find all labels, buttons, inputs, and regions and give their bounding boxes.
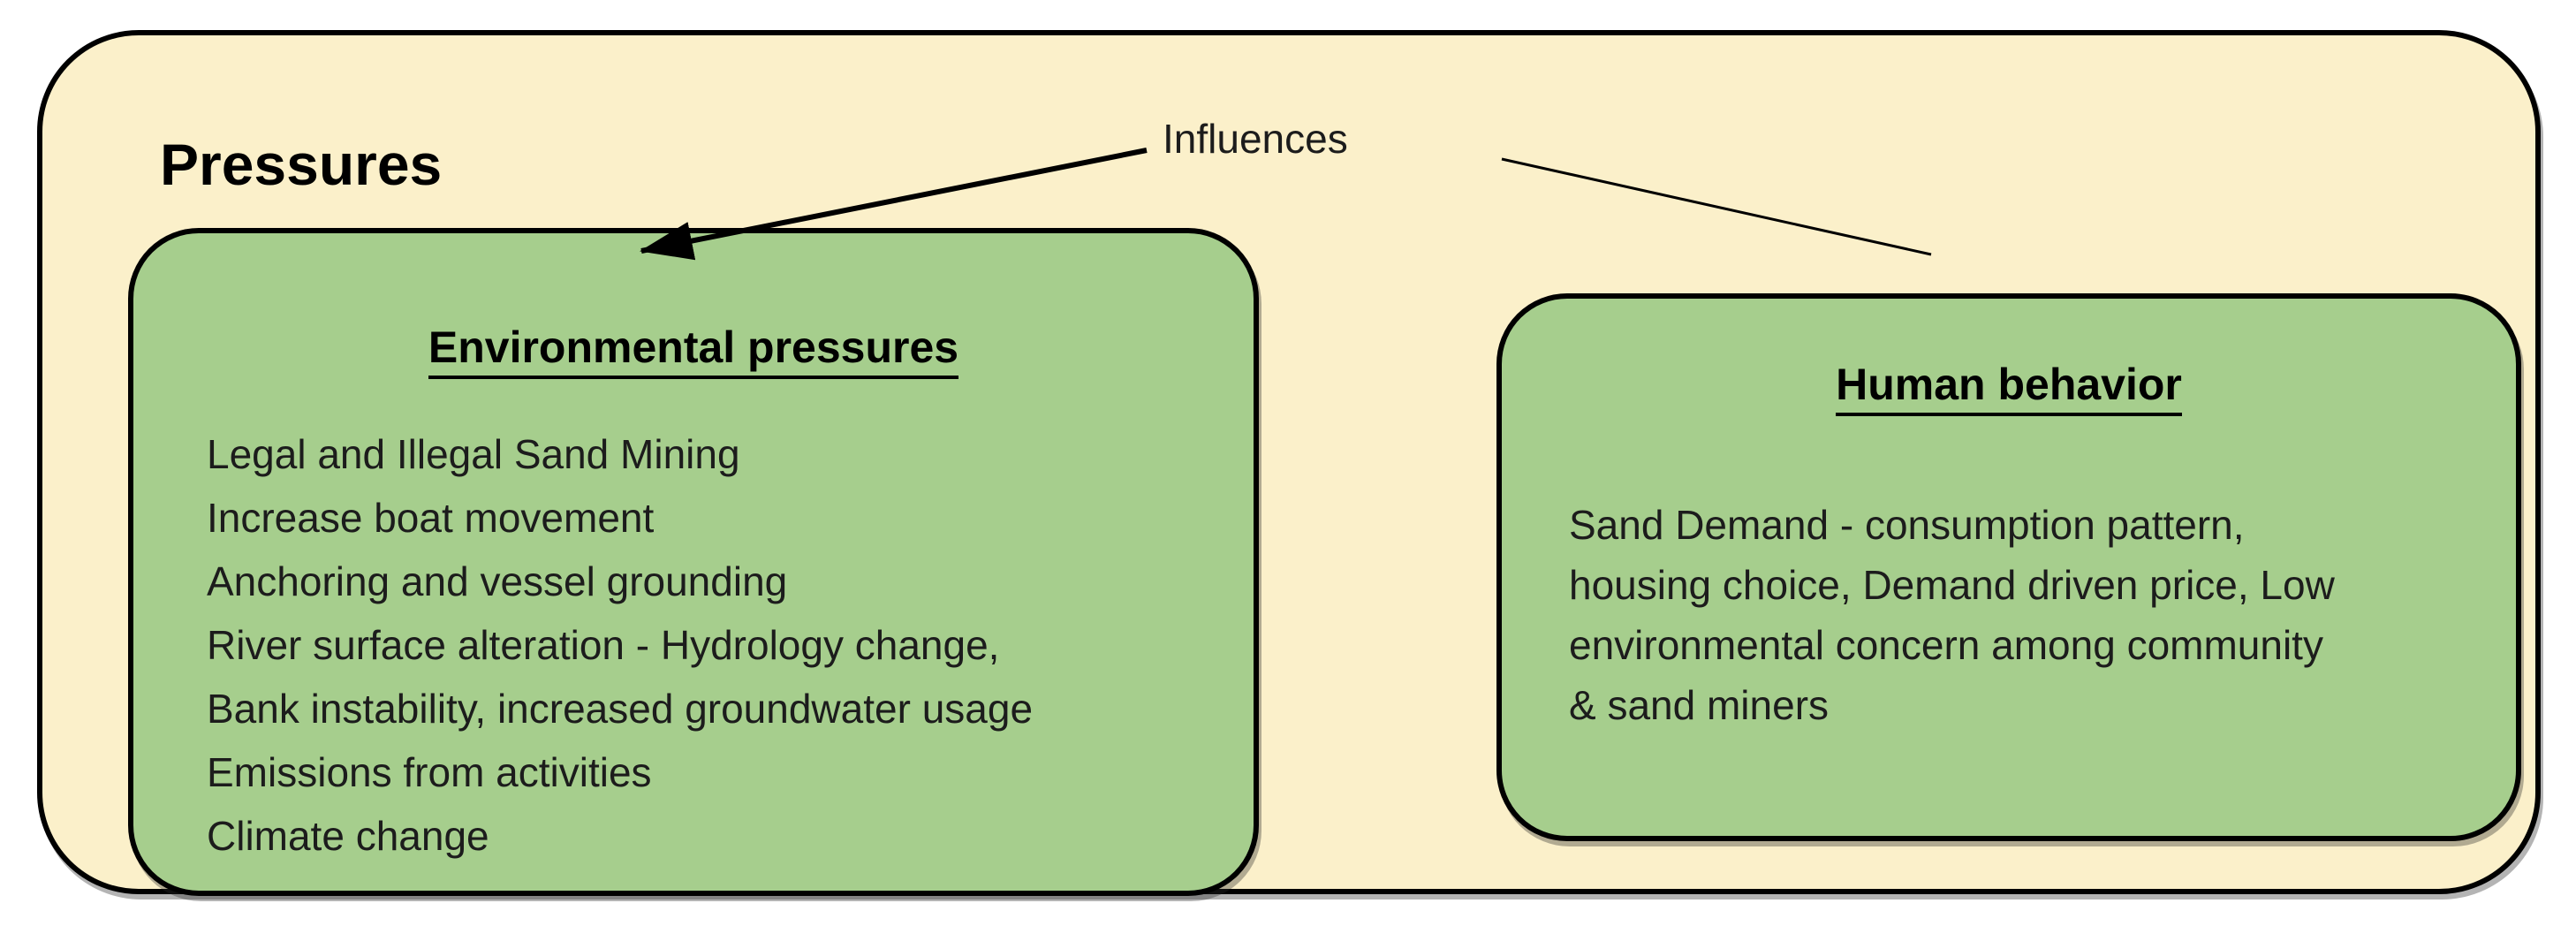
- pressure-item: River surface alteration - Hydrology cha…: [207, 622, 1000, 668]
- influences-label: Influences: [1163, 116, 1348, 162]
- human-behavior-box: Human behavior Sand Demand - consumption…: [1496, 293, 2521, 841]
- pressure-item: Climate change: [207, 813, 489, 859]
- pressure-item: Anchoring and vessel grounding: [207, 558, 788, 604]
- pressure-item: Legal and Illegal Sand Mining: [207, 431, 740, 477]
- environmental-pressures-box: Environmental pressures Legal and Illega…: [128, 228, 1259, 896]
- human-behavior-text-line: housing choice, Demand driven price, Low: [1569, 562, 2335, 608]
- human-behavior-title-text: Human behavior: [1836, 360, 2182, 416]
- human-behavior-text-line: & sand miners: [1569, 682, 1830, 728]
- pressures-title: Pressures: [160, 132, 443, 197]
- pressure-item: Emissions from activities: [207, 749, 652, 795]
- human-behavior-text-line: Sand Demand - consumption pattern,: [1569, 502, 2245, 548]
- environmental-pressures-title-text: Environmental pressures: [428, 323, 959, 379]
- human-behavior-text: Sand Demand - consumption pattern, housi…: [1569, 495, 2335, 735]
- human-behavior-text-line: environmental concern among community: [1569, 622, 2323, 668]
- human-behavior-heading: Human behavior: [1502, 359, 2516, 416]
- environmental-pressures-list: Legal and Illegal Sand Mining Increase b…: [207, 422, 1033, 868]
- environmental-pressures-heading: Environmental pressures: [133, 322, 1254, 379]
- pressure-item: Increase boat movement: [207, 495, 655, 541]
- pressure-item: Bank instability, increased groundwater …: [207, 686, 1034, 732]
- pressures-container: Pressures Environmental pressures Legal …: [37, 30, 2541, 896]
